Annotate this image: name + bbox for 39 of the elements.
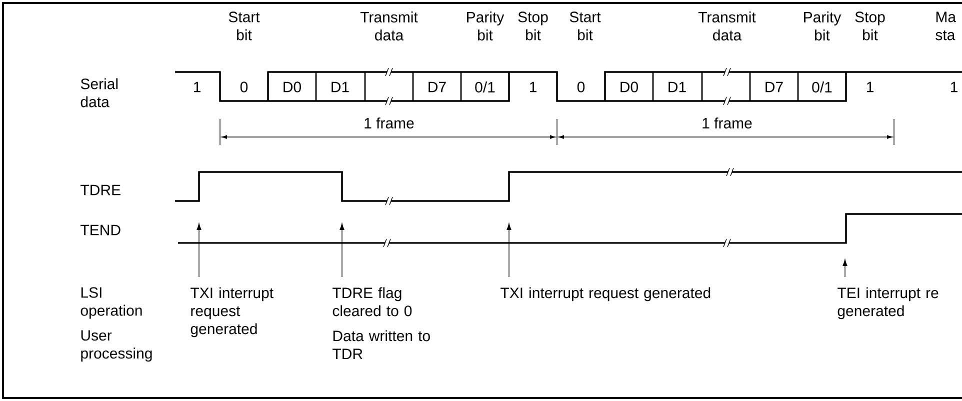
arrow (196, 223, 202, 278)
bit-value: 0/1 (812, 82, 832, 92)
bit-label: Ma sta (936, 12, 956, 40)
event-label: TDRE flag cleared to 0 (332, 287, 412, 316)
arrow (506, 223, 512, 278)
bit-value: 0 (240, 82, 248, 92)
bit-value: D0 (284, 82, 301, 92)
bit-label: Transmit data (360, 12, 418, 40)
event-label: TXI interrupt request generated (500, 287, 710, 302)
event-label: TXI interrupt request generated (190, 287, 274, 338)
signal-label: TDRE (80, 184, 120, 196)
signal-label: TEND (80, 224, 120, 236)
bit-label: Parity bit (467, 12, 504, 40)
bit-value: D1 (332, 82, 349, 92)
event-label: Data written to TDR (332, 330, 430, 360)
bit-value: 0 (577, 82, 585, 92)
arrow (340, 223, 344, 278)
bit-value: 1 (194, 82, 200, 92)
bit-value: 1 (950, 82, 958, 92)
dimension-label: 1 frame (700, 118, 754, 128)
bit-label: Transmit data (698, 12, 756, 40)
bit-label: Stop bit (855, 12, 885, 40)
bit-label: Start bit (228, 12, 260, 40)
bit-label: Stop bit (518, 12, 548, 40)
row-label: User processing (81, 330, 152, 362)
bit-label: Parity bit (804, 12, 842, 40)
row-label: LSI operation (80, 287, 142, 319)
event-label: TEI interrupt re generated (838, 287, 938, 320)
bit-value: D0 (620, 82, 638, 92)
signal-label: Serial data (80, 78, 118, 108)
bit-value: 0/1 (475, 82, 495, 92)
arrow (842, 259, 848, 278)
bit-value: 1 (866, 82, 874, 92)
bit-value: D7 (766, 82, 783, 92)
bit-label: Start bit (570, 12, 601, 40)
dimension-label: 1 frame (362, 118, 416, 128)
bit-value: 1 (530, 82, 536, 92)
bit-value: D7 (428, 82, 446, 92)
bit-value: D1 (668, 82, 686, 92)
